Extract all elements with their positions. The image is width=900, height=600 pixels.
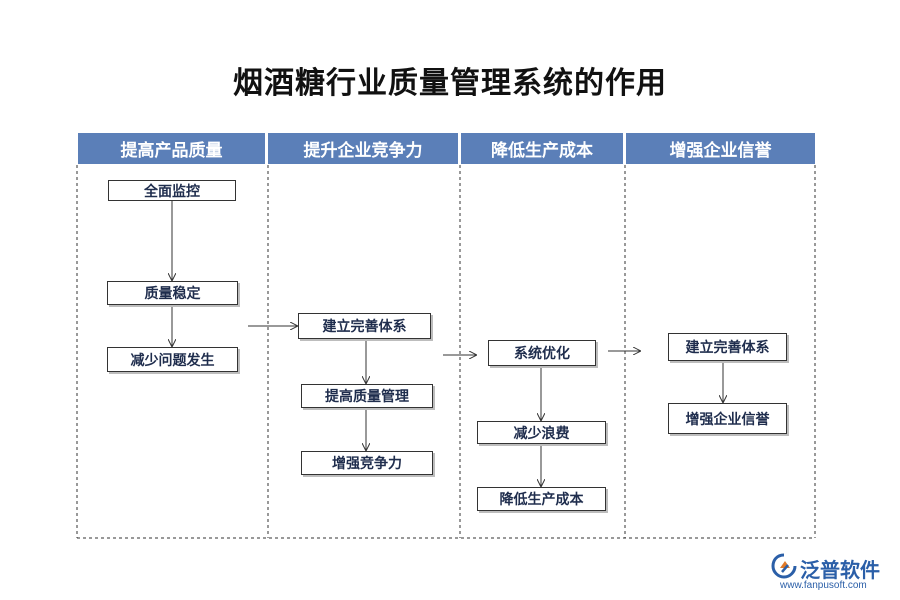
lane-header-4: 增强企业信誉 (626, 133, 815, 164)
brand-logo: 泛普软件 www.fanpusoft.com (770, 552, 895, 597)
diagram-title: 烟酒糖行业质量管理系统的作用 (233, 66, 667, 101)
node-quality-stable: 质量稳定 (107, 281, 238, 305)
node-reduce-problems: 减少问题发生 (107, 347, 238, 372)
lane-header-1: 提高产品质量 (78, 133, 265, 164)
node-enhance-reputation: 增强企业信誉 (668, 403, 787, 434)
node-build-system: 建立完善体系 (298, 313, 431, 339)
fanpu-logo-icon (771, 553, 797, 579)
node-full-monitoring: 全面监控 (108, 180, 236, 201)
lane-header-3: 降低生产成本 (461, 133, 623, 164)
node-lower-cost: 降低生产成本 (477, 487, 606, 511)
node-improve-management: 提高质量管理 (301, 384, 433, 408)
node-enhance-competitiveness: 增强竞争力 (301, 451, 433, 475)
node-system-optimization: 系统优化 (488, 340, 596, 366)
logo-url: www.fanpusoft.com (780, 580, 867, 591)
lane-header-2: 提升企业竞争力 (268, 133, 458, 164)
logo-text: 泛普软件 (800, 558, 880, 582)
node-build-system-2: 建立完善体系 (668, 333, 787, 361)
node-reduce-waste: 减少浪费 (477, 421, 606, 444)
